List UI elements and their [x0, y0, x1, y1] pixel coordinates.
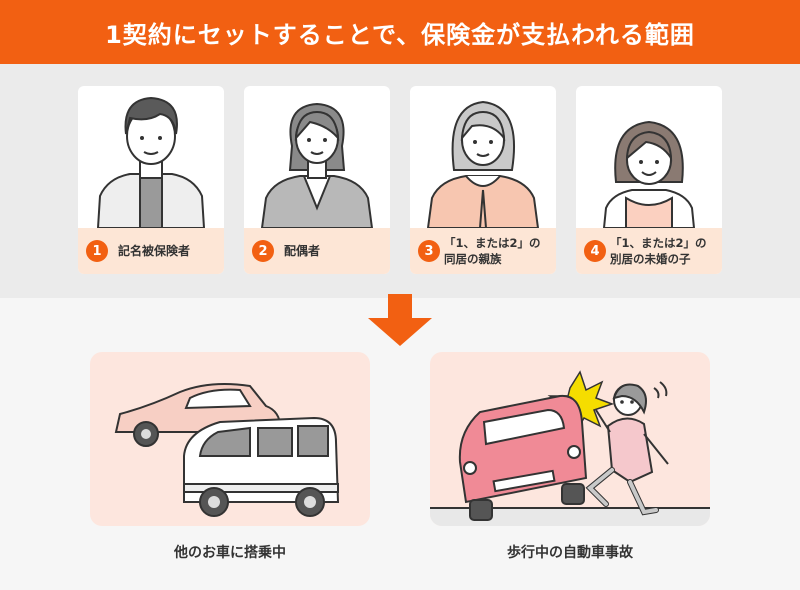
person-label-line2: 別居の未婚の子: [610, 252, 691, 266]
person-label-1: 1 記名被保険者: [78, 228, 224, 274]
person-card-spouse: 2 配偶者: [244, 86, 390, 274]
scene-pedestrian-accident: [430, 352, 710, 526]
number-badge: 2: [252, 240, 274, 262]
person-label-line1: 「1、または2」の: [610, 236, 707, 250]
scene-riding-other-car: [90, 352, 370, 526]
scene-caption-riding: 他のお車に搭乗中: [174, 545, 286, 561]
person-label-line2: 同居の親族: [444, 252, 502, 266]
down-arrow-icon: [368, 294, 432, 346]
older-woman-illustration: [426, 100, 540, 228]
person-card-relative: 3 「1、または2」の 同居の親族: [410, 86, 556, 274]
person-label-line1: 「1、または2」の: [444, 236, 541, 250]
cars-illustration: [114, 383, 340, 517]
person-label-2: 2 配偶者: [244, 228, 390, 274]
man-illustration: [96, 96, 206, 228]
person-card-policyholder: 1 記名被保険者: [78, 86, 224, 274]
woman-illustration: [260, 102, 374, 228]
person-label-3: 3 「1、または2」の 同居の親族: [410, 228, 556, 274]
header-banner: 1契約にセットすることで、保険金が支払われる範囲: [0, 0, 800, 64]
insured-persons-panel: 1 記名被保険者 2 配偶者: [0, 64, 800, 298]
number-badge: 3: [418, 240, 440, 262]
person-label-line1: 記名被保険者: [118, 244, 191, 258]
number-badge: 4: [584, 240, 606, 262]
person-label-4: 4 「1、または2」の 別居の未婚の子: [576, 228, 722, 274]
pedestrian-accident-illustration: [430, 370, 710, 526]
person-card-child: 4 「1、または2」の 別居の未婚の子: [576, 86, 722, 274]
girl-illustration: [602, 120, 696, 228]
banner-title: 1契約にセットすることで、保険金が支払われる範囲: [105, 20, 695, 49]
number-badge: 1: [86, 240, 108, 262]
person-label-line1: 配偶者: [284, 244, 321, 258]
scene-caption-pedestrian: 歩行中の自動車事故: [507, 545, 633, 561]
